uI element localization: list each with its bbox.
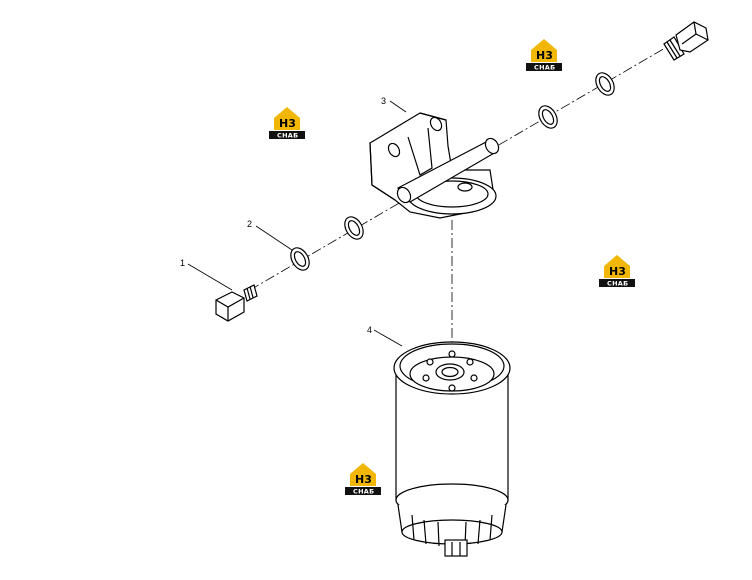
- filter-head-part: [369, 112, 500, 219]
- watermark-logo-bottom-text: СНАБ: [277, 132, 298, 140]
- watermark-logo-bottom-text: СНАБ: [607, 280, 628, 288]
- watermark-logo-top-text: H3: [536, 49, 553, 62]
- watermark-logo-top-text: H3: [355, 473, 372, 486]
- leader-line-2: [255, 225, 293, 251]
- sealing-washers-left: [290, 216, 364, 271]
- callout-1: 1: [180, 258, 185, 268]
- watermark-logo-bottom-text: СНАБ: [534, 64, 555, 72]
- callout-4: 4: [367, 325, 372, 335]
- watermark-logo: H3 СНАБ: [598, 252, 636, 288]
- watermark-logo-top-text: H3: [279, 117, 296, 130]
- leader-line-3: [389, 100, 407, 113]
- watermark-logo-bottom-text: СНАБ: [353, 488, 374, 496]
- leader-line-1: [187, 263, 233, 291]
- watermark-logo: H3 СНАБ: [344, 460, 382, 496]
- banjo-bolt-part: [215, 284, 258, 322]
- watermark-logo: H3 СНАБ: [525, 36, 563, 72]
- centerlines: [249, 43, 673, 345]
- filter-cartridge-part: [393, 341, 511, 557]
- watermark-logo-top-text: H3: [609, 265, 626, 278]
- callout-2: 2: [247, 219, 252, 229]
- leader-lines: [187, 100, 407, 347]
- sealing-washers-right: [538, 72, 615, 129]
- centerline-horizontal: [249, 43, 673, 291]
- leader-line-4: [373, 329, 403, 347]
- callout-3: 3: [381, 96, 386, 106]
- watermark-logo: H3 СНАБ: [268, 104, 306, 140]
- banjo-bolt-upper-part: [663, 21, 709, 61]
